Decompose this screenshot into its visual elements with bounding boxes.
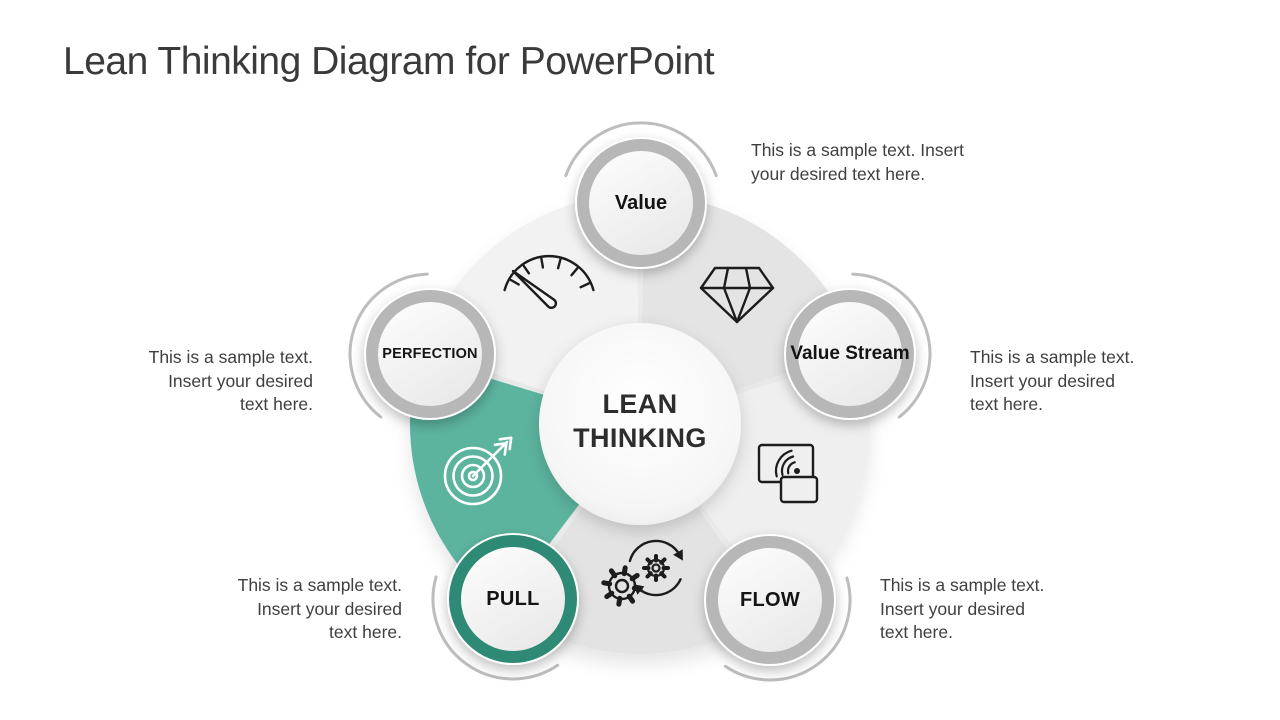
node-value xyxy=(575,137,707,269)
caption-line: This is a sample text. xyxy=(880,575,1045,595)
center-title-line1: LEAN xyxy=(602,389,678,419)
center-title-line2: THINKING xyxy=(573,423,707,453)
gears-rotation-icon xyxy=(601,539,683,607)
node-label-pull: PULL xyxy=(486,587,540,610)
node-value-stream xyxy=(784,288,916,420)
caption-line: text here. xyxy=(970,394,1043,414)
caption-line: Insert your desired xyxy=(970,370,1115,391)
target-arrow-icon xyxy=(443,436,513,506)
caption-line: text here. xyxy=(329,622,402,642)
caption-line: your desired text here. xyxy=(751,163,926,184)
caption-value: This is a sample text. Insert your desir… xyxy=(751,139,991,186)
caption-line: Insert your desired xyxy=(880,598,1025,619)
node-label-perfection: PERFECTION xyxy=(382,346,478,362)
node-label-value-stream: Value Stream xyxy=(790,343,910,364)
arc-pull xyxy=(431,575,560,681)
caption-line: text here. xyxy=(240,394,313,414)
caption-line: Insert your desired xyxy=(257,598,402,619)
arc-flow xyxy=(723,576,852,682)
arc-perfection xyxy=(348,272,429,419)
diamond-icon xyxy=(699,266,775,324)
wireless-screens-icon xyxy=(757,443,819,504)
caption-line: This is a sample text. Insert xyxy=(751,140,964,160)
arc-value-stream xyxy=(851,272,932,419)
node-label-flow: FLOW xyxy=(739,588,801,611)
node-circles xyxy=(364,137,916,666)
caption-flow: This is a sample text. Insert your desir… xyxy=(880,574,1070,645)
caption-perfection: This is a sample text. Insert your desir… xyxy=(133,346,313,417)
caption-line: This is a sample text. xyxy=(148,347,313,367)
node-label-value: Value xyxy=(614,191,668,214)
slide-title: Lean Thinking Diagram for PowerPoint xyxy=(63,40,715,83)
node-outer-arcs xyxy=(348,121,932,682)
center-circle xyxy=(539,323,741,525)
node-perfection xyxy=(364,288,496,420)
caption-line: This is a sample text. xyxy=(237,575,402,595)
node-flow xyxy=(704,534,836,666)
caption-pull: This is a sample text. Insert your desir… xyxy=(222,574,402,645)
caption-value-stream: This is a sample text. Insert your desir… xyxy=(970,346,1160,417)
caption-line: Insert your desired xyxy=(168,370,313,391)
arc-value xyxy=(564,121,718,178)
speedometer-gauge-icon xyxy=(503,254,595,310)
center-title: LEAN THINKING xyxy=(540,387,740,455)
caption-line: text here. xyxy=(880,622,953,642)
caption-line: This is a sample text. xyxy=(970,347,1135,367)
node-pull xyxy=(447,533,579,665)
